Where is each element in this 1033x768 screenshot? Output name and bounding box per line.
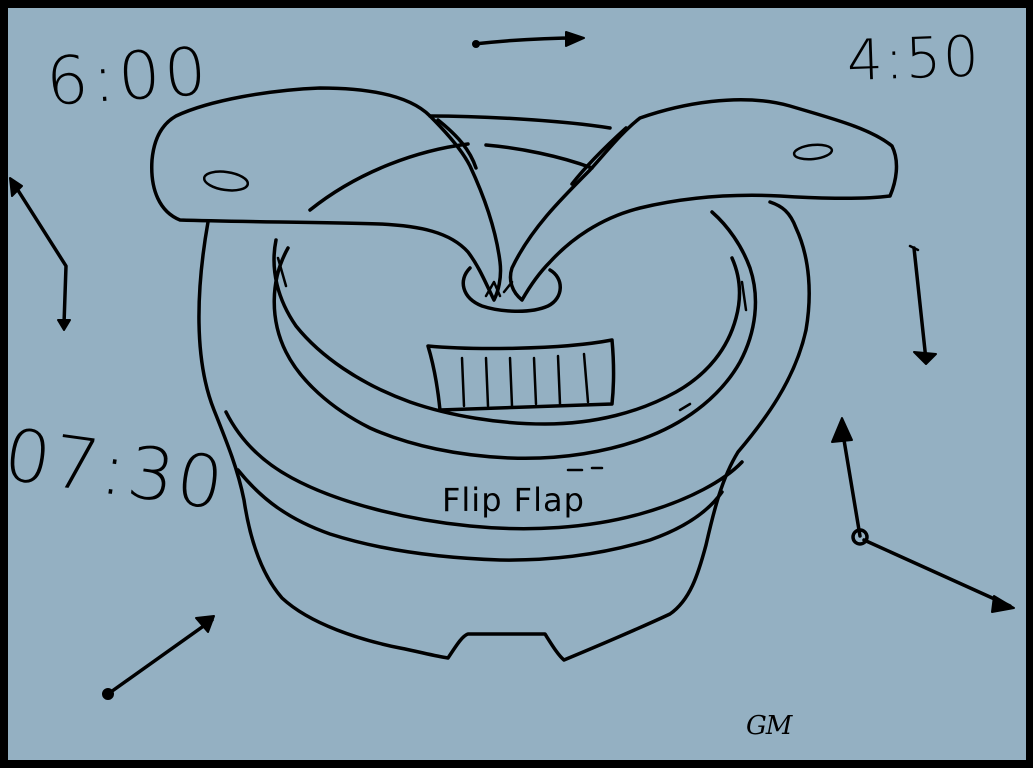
clock-base-outline bbox=[197, 200, 811, 662]
clock-side-tick-right bbox=[740, 280, 748, 312]
bottom-left-arrow-icon bbox=[102, 615, 215, 700]
device-brand-label: Flip Flap bbox=[442, 481, 585, 519]
time-label-four-fifty: 4:50 bbox=[845, 24, 982, 94]
clock-left-flap-crease bbox=[436, 118, 478, 170]
clock-right-flap bbox=[508, 98, 899, 302]
clock-small-mark bbox=[678, 402, 692, 412]
clock-center-hub bbox=[461, 266, 562, 314]
digit-display-frame bbox=[426, 338, 616, 412]
artist-signature: GM bbox=[746, 711, 792, 741]
clock-left-flap bbox=[150, 86, 503, 302]
clock-middle-band bbox=[224, 410, 744, 531]
clock-side-tick-left bbox=[276, 256, 288, 288]
digit-display-segments bbox=[460, 352, 590, 408]
clock-outer-ring bbox=[272, 142, 758, 461]
clock-right-flap-hinge bbox=[792, 143, 834, 161]
right-down-arrow-icon bbox=[908, 244, 937, 365]
flip-digit-display bbox=[426, 338, 616, 412]
top-arrow-icon bbox=[472, 31, 585, 48]
flip-clock-icon bbox=[150, 86, 899, 662]
clock-hands-icon bbox=[831, 417, 1015, 613]
left-hand-arrow-icon bbox=[9, 177, 71, 331]
clock-top-rim bbox=[428, 114, 612, 130]
clock-dash-mark bbox=[566, 466, 604, 472]
time-label-six: 6:00 bbox=[43, 32, 213, 121]
clock-lower-band bbox=[236, 468, 724, 562]
clock-left-flap-hinge bbox=[202, 170, 250, 192]
clock-inner-ring bbox=[272, 238, 742, 426]
clock-right-flap-crease bbox=[570, 126, 628, 186]
